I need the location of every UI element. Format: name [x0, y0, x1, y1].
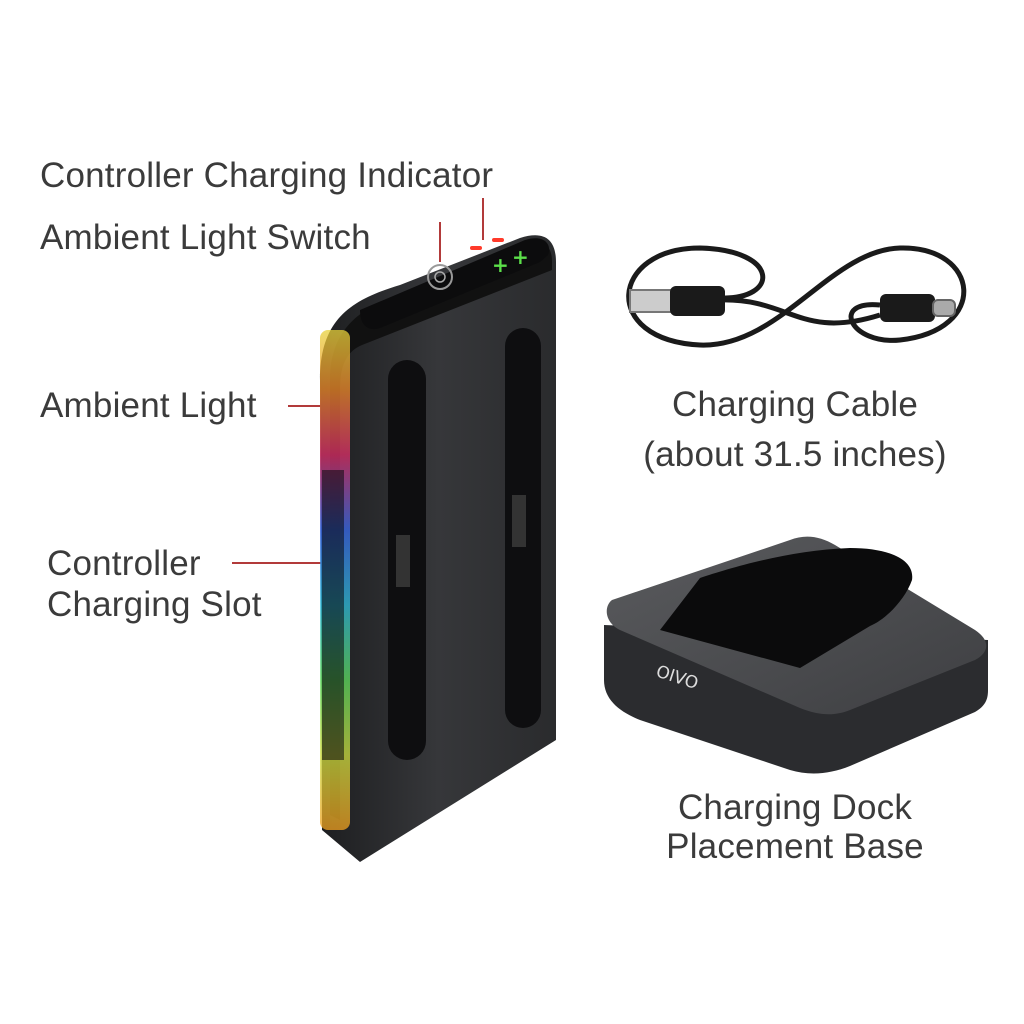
label-dock-line2: Placement Base: [666, 827, 924, 866]
label-cable-line1: Charging Cable: [671, 385, 919, 424]
power-switch-icon: [427, 264, 453, 290]
label-dock-line1: Charging Dock: [677, 788, 913, 827]
charging-cable: [626, 245, 967, 348]
label-cable-line2: (about 31.5 inches): [643, 435, 947, 474]
label-charging-indicator: Controller Charging Indicator: [40, 156, 494, 195]
label-ambient-light-switch: Ambient Light Switch: [40, 218, 371, 257]
svg-text:+: +: [512, 245, 529, 269]
label-slot-line1: Controller: [47, 544, 201, 583]
charging-stand: + +: [320, 235, 556, 862]
svg-text:+: +: [492, 253, 509, 277]
label-ambient-light: Ambient Light: [40, 386, 257, 425]
charging-indicator-leds: + +: [470, 238, 529, 277]
label-slot-line2: Charging Slot: [47, 585, 262, 624]
charging-dock-base: OIVO: [604, 536, 988, 774]
